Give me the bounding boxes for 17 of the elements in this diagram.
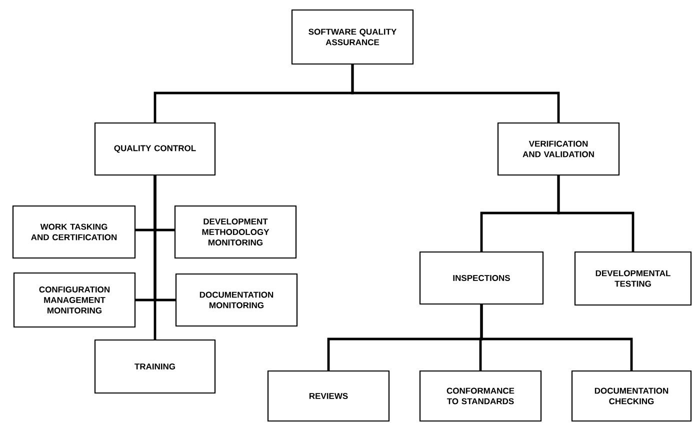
box: CONFIGURATION MANAGEMENT MONITORING <box>13 272 136 328</box>
box: CONFORMANCE TO STANDARDS <box>419 370 542 422</box>
box: DOCUMENTATION CHECKING <box>571 370 692 422</box>
box: WORK TASKING AND CERTIFICATION <box>12 205 136 259</box>
box: REVIEWS <box>267 370 390 422</box>
box: DEVELOPMENT METHODOLOGY MONITORING <box>174 205 297 259</box>
connector-line <box>154 176 156 340</box>
box: SOFTWARE QUALITY ASSURANCE <box>291 9 414 65</box>
box: TRAINING <box>94 339 216 394</box>
box: INSPECTIONS <box>419 251 544 305</box>
box: QUALITY CONTROL <box>94 122 216 176</box>
box: DOCUMENTATION MONITORING <box>175 273 298 327</box>
box: DEVELOPMENTAL TESTING <box>574 251 692 306</box>
connector-line <box>557 176 634 252</box>
box: VERIFICATION AND VALIDATION <box>497 122 620 176</box>
connector-line <box>480 304 633 370</box>
connector-line <box>351 64 560 122</box>
